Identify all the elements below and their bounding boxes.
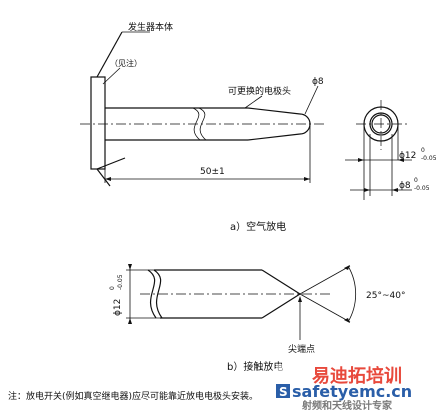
contact-d12-label: ϕ12: [113, 299, 123, 316]
svg-text:-0.05: -0.05: [421, 155, 437, 162]
watermark-brand: 易迪拓培训: [312, 365, 402, 387]
svg-text:S: S: [279, 385, 288, 399]
svg-text:0: 0: [421, 147, 425, 154]
contact-discharge-electrode: 25°~40° ϕ12 0 -0.05 尖端点 b）接触放电: [109, 264, 405, 373]
generator-body: [90, 76, 106, 170]
svg-text:0: 0: [414, 177, 418, 184]
note-text: 注：放电开关(例如真空继电器)应尽可能靠近放电电极头安装。: [8, 390, 258, 402]
air-discharge-electrode: 发生器本体 （见注） 可更换的电极头 ϕ8 50±1 ϕ12 0: [80, 21, 437, 233]
length-dimension: 50±1: [200, 167, 225, 177]
see-note-label: （见注）: [110, 58, 142, 68]
body-leader-top: [96, 31, 123, 78]
svg-text:-0.05: -0.05: [117, 274, 124, 290]
replaceable-tip-label: 可更换的电极头: [228, 85, 291, 97]
tip-diameter-label: ϕ8: [312, 77, 324, 87]
watermark-site: safetyemc.cn: [292, 382, 412, 401]
generator-body-label: 发生器本体: [128, 21, 173, 33]
body-edge-bottom: [96, 157, 126, 170]
angle-label: 25°~40°: [366, 291, 405, 301]
body-edge-bottom-2: [96, 168, 111, 187]
watermark-logo: 易迪拓培训 S safetyemc.cn 射频和天线设计专家: [276, 364, 447, 410]
caption-b: b）接触放电: [227, 360, 283, 373]
caption-a: a）空气放电: [230, 220, 286, 233]
end-d8-label: ϕ8: [399, 181, 411, 191]
svg-text:0: 0: [109, 286, 116, 290]
watermark-slogan: 射频和天线设计专家: [301, 399, 393, 410]
point-label: 尖端点: [288, 343, 315, 355]
end-d12-label: ϕ12: [399, 151, 416, 161]
svg-text:-0.05: -0.05: [414, 185, 430, 192]
